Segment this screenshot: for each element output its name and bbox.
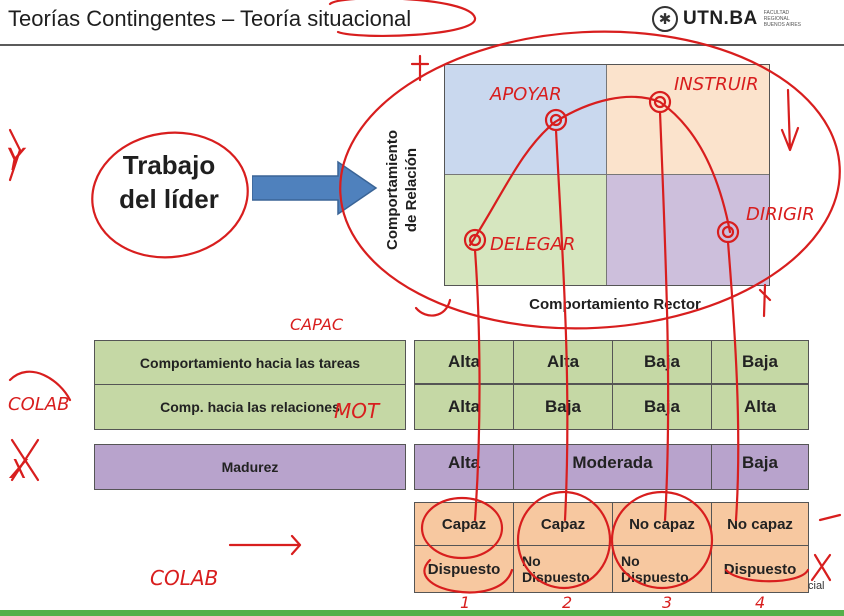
leader-line-1: Trabajo [122,150,216,180]
tasks-value: Alta [447,352,481,371]
leader-line-2: del líder [119,184,219,214]
disposition-cell-4: Dispuesto [711,545,809,593]
relations-label-box: Comp. hacia las relaciones [94,384,406,430]
disposition-cell-2: No Dispuesto [513,545,613,593]
logo-brand: UTN.BA [683,8,758,29]
maturity-label-box: Madurez [94,444,406,490]
y-axis-label-line2: de Relación [403,147,420,233]
maturity-value: Baja [742,453,778,472]
y-axis-label: Comportamiento de Relación [383,105,423,275]
relations-value: Baja [644,397,680,416]
tasks-label-box: Comportamiento hacia las tareas [94,340,406,384]
disposition-value: No Dispuesto [621,553,689,585]
disposition-value: Dispuesto [427,560,501,578]
relations-value: Alta [743,397,777,416]
maturity-cell-2: Moderada [513,444,712,490]
tasks-value: Baja [742,352,778,371]
relations-cell-3: Baja [612,384,712,430]
hand-x-mark: X [8,455,29,485]
hand-capac: CAPAC [290,315,344,334]
utn-emblem-icon: ✱ [652,6,678,32]
bottom-accent-bar [0,610,844,616]
quadrant-top-right [607,65,769,175]
maturity-value: Alta [447,453,481,472]
relations-cell-1: Alta [414,384,514,430]
relations-cell-2: Baja [513,384,613,430]
quadrant-grid [444,64,770,286]
relations-value: Baja [545,397,581,416]
relations-label: Comp. hacia las relaciones [160,399,340,415]
capacity-value: Capaz [441,515,487,533]
hand-y-mark: Y [6,143,27,178]
capacity-value: No capaz [727,515,793,533]
maturity-label: Madurez [221,459,279,475]
hand-colab-left: COLAB [8,394,69,415]
maturity-cell-3: Baja [711,444,809,490]
capacity-value: No capaz [629,515,695,533]
disposition-value: Dispuesto [723,560,797,578]
slide-title: Teorías Contingentes – Teoría situaciona… [8,6,412,31]
corner-text: cial [808,580,825,592]
tasks-label: Comportamiento hacia las tareas [139,354,361,371]
maturity-cell-1: Alta [414,444,514,490]
hand-colab-bottom: COLAB [150,566,218,590]
capacity-cell-1: Capaz [414,502,514,546]
capacity-cell-3: No capaz [612,502,712,546]
capacity-value: Capaz [540,515,586,533]
quadrant-bottom-right [607,175,769,285]
relations-value: Alta [447,397,481,416]
tasks-cell-3: Baja [612,340,712,384]
tasks-cell-1: Alta [414,340,514,384]
disposition-cell-3: No Dispuesto [612,545,712,593]
leader-work-label: Trabajo del líder [104,148,234,216]
quadrant-top-left [445,65,607,175]
title-bar: Teorías Contingentes – Teoría situaciona… [0,0,844,46]
utn-logo: ✱ UTN.BA FACULTAD REGIONAL BUENOS AIRES [652,6,804,32]
quadrant-bottom-left [445,175,607,285]
tasks-value: Alta [546,352,580,371]
tasks-cell-2: Alta [513,340,613,384]
disposition-value: No Dispuesto [522,553,590,585]
y-axis-label-line1: Comportamiento [384,130,401,250]
x-axis-label: Comportamiento Rector [529,296,701,313]
tasks-value: Baja [644,352,680,371]
capacity-cell-2: Capaz [513,502,613,546]
disposition-cell-1: Dispuesto [414,545,514,593]
maturity-value: Moderada [572,453,653,472]
tasks-cell-4: Baja [711,340,809,384]
logo-subtitle: FACULTAD REGIONAL BUENOS AIRES [763,10,802,28]
capacity-cell-4: No capaz [711,502,809,546]
right-arrow-icon [252,160,378,216]
relations-cell-4: Alta [711,384,809,430]
